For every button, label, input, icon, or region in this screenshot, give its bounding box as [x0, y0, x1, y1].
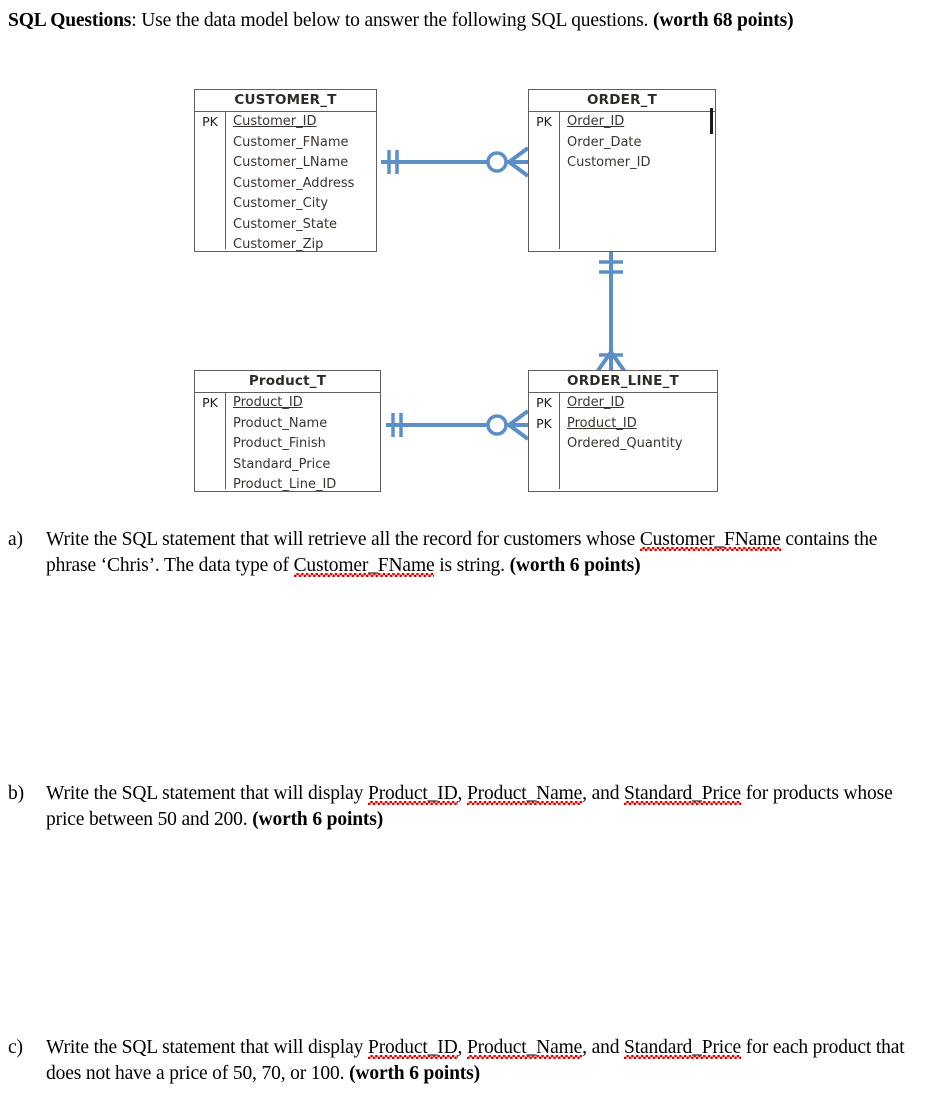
attribute-column-product-t: Product_ID Product_Name Product_Finish S… [226, 393, 380, 492]
entity-body-order-line-t: PK PK Order_ID Product_ID Ordered_Quanti… [529, 393, 717, 489]
question-text: Write the SQL statement that will retrie… [46, 527, 908, 579]
misspelled-term: Product_Name [466, 1037, 583, 1058]
attribute-row: Product_Finish [233, 436, 326, 451]
question-a: a) Write the SQL statement that will ret… [8, 527, 908, 579]
page-intro: SQL Questions: Use the data model below … [8, 8, 908, 34]
relationship-order-orderline [595, 252, 627, 374]
attribute-row: Customer_City [233, 196, 329, 211]
question-run: , and [582, 783, 625, 804]
key-column-order-line-t: PK PK [529, 393, 560, 489]
attribute-row: Order_ID [567, 395, 625, 410]
attribute-row: Order_ID [567, 114, 625, 129]
key-cell [195, 455, 225, 476]
intro-lead-bold: SQL Questions [8, 10, 132, 31]
question-points: (worth 6 points) [509, 555, 641, 576]
question-run: Write the SQL statement that will displa… [46, 1037, 369, 1058]
key-cell [195, 414, 225, 435]
key-cell [195, 215, 225, 236]
key-cell [195, 133, 225, 154]
attribute-row: Order_Date [567, 134, 642, 150]
attribute-column-order-t: Order_ID Order_Date Customer_ID [560, 112, 715, 249]
question-marker: c) [8, 1037, 23, 1058]
question-marker: b) [8, 783, 24, 804]
entity-title-order-t: ORDER_T [529, 90, 715, 112]
attribute-row: Customer_ID [233, 114, 317, 129]
question-run: , [457, 1037, 467, 1058]
entity-body-customer-t: PK Customer_ID Customer_FName Customer_L… [195, 112, 376, 252]
question-points: (worth 6 points) [252, 809, 384, 830]
attribute-row: Ordered_Quantity [567, 436, 683, 451]
key-cell: PK [536, 395, 552, 410]
entity-product-t: Product_T PK Product_ID Product_Name Pro… [194, 370, 381, 492]
misspelled-term: Standard_Price [624, 1037, 742, 1058]
attribute-row: Standard_Price [233, 456, 331, 472]
key-cell [195, 235, 225, 256]
key-cell [195, 153, 225, 174]
attribute-column-customer-t: Customer_ID Customer_FName Customer_LNam… [226, 112, 376, 252]
question-text: Write the SQL statement that will displa… [46, 1035, 908, 1087]
er-diagram: CUSTOMER_T PK Customer_ID Customer_FName… [0, 80, 928, 500]
attribute-row: Customer_Zip [233, 237, 324, 252]
question-run: , [457, 783, 467, 804]
entity-title-product-t: Product_T [195, 371, 380, 393]
question-b: b) Write the SQL statement that will dis… [8, 781, 908, 833]
key-cell [195, 174, 225, 195]
entity-order-t: ORDER_T PK Order_ID Order_Date Customer_… [528, 89, 716, 252]
question-marker: a) [8, 529, 23, 550]
key-cell [529, 153, 559, 174]
misspelled-term: Customer_FName [639, 529, 781, 550]
misspelled-term: Standard_Price [624, 783, 742, 804]
relationship-product-orderline [386, 409, 530, 441]
entity-body-order-t: PK Order_ID Order_Date Customer_ID [529, 112, 715, 249]
misspelled-term: Customer_FName [293, 555, 435, 576]
entity-title-customer-t: CUSTOMER_T [195, 90, 376, 112]
attribute-row: Customer_FName [233, 134, 349, 150]
question-run: for products whose price between 50 and … [46, 783, 893, 830]
question-run: for each product that does not have a pr… [46, 1037, 905, 1084]
relationship-customer-order [381, 146, 530, 178]
entity-title-order-line-t: ORDER_LINE_T [529, 371, 717, 393]
attribute-row: Customer_Address [233, 175, 355, 191]
key-cell [195, 434, 225, 455]
key-cell [529, 133, 559, 154]
intro-lead-rest: : Use the data model below to answer the… [131, 10, 653, 31]
key-cell [195, 194, 225, 215]
question-text: Write the SQL statement that will displa… [46, 781, 908, 833]
entity-body-product-t: PK Product_ID Product_Name Product_Finis… [195, 393, 380, 492]
key-column-order-t: PK [529, 112, 560, 249]
entity-customer-t: CUSTOMER_T PK Customer_ID Customer_FName… [194, 89, 377, 252]
key-cell: PK [536, 114, 552, 129]
question-c: c) Write the SQL statement that will dis… [8, 1035, 908, 1087]
question-run: Write the SQL statement that will displa… [46, 783, 369, 804]
attribute-row: Product_ID [233, 395, 303, 410]
attribute-row: Product_Line_ID [233, 477, 337, 492]
attribute-row: Customer_LName [233, 155, 349, 170]
question-run: is string. [434, 555, 510, 576]
key-cell: PK [202, 395, 218, 410]
question-run: , and [582, 1037, 625, 1058]
attribute-row: Product_ID [567, 415, 637, 431]
question-points: (worth 6 points) [349, 1063, 480, 1084]
attribute-row: Customer_State [233, 216, 338, 232]
key-column-customer-t: PK [195, 112, 226, 249]
question-run: Write the SQL statement that will retrie… [46, 529, 640, 550]
misspelled-term: Product_ID [368, 1037, 458, 1058]
attribute-row: Customer_ID [567, 155, 651, 170]
attribute-row: Product_Name [233, 415, 328, 431]
text-caret-artifact [710, 108, 713, 134]
er-connector-layer [381, 146, 627, 441]
key-cell [195, 475, 225, 496]
misspelled-term: Product_Name [466, 783, 583, 804]
misspelled-term: Product_ID [368, 783, 458, 804]
key-column-product-t: PK [195, 393, 226, 489]
entity-order-line-t: ORDER_LINE_T PK PK Order_ID Product_ID O… [528, 370, 718, 492]
key-cell: PK [202, 114, 218, 129]
key-cell [529, 434, 559, 455]
question-run: contains the phrase ‘Chris’. The data ty… [46, 529, 878, 576]
intro-points: (worth 68 points) [652, 10, 794, 31]
attribute-column-order-line-t: Order_ID Product_ID Ordered_Quantity [560, 393, 717, 489]
key-cell: PK [536, 415, 552, 431]
